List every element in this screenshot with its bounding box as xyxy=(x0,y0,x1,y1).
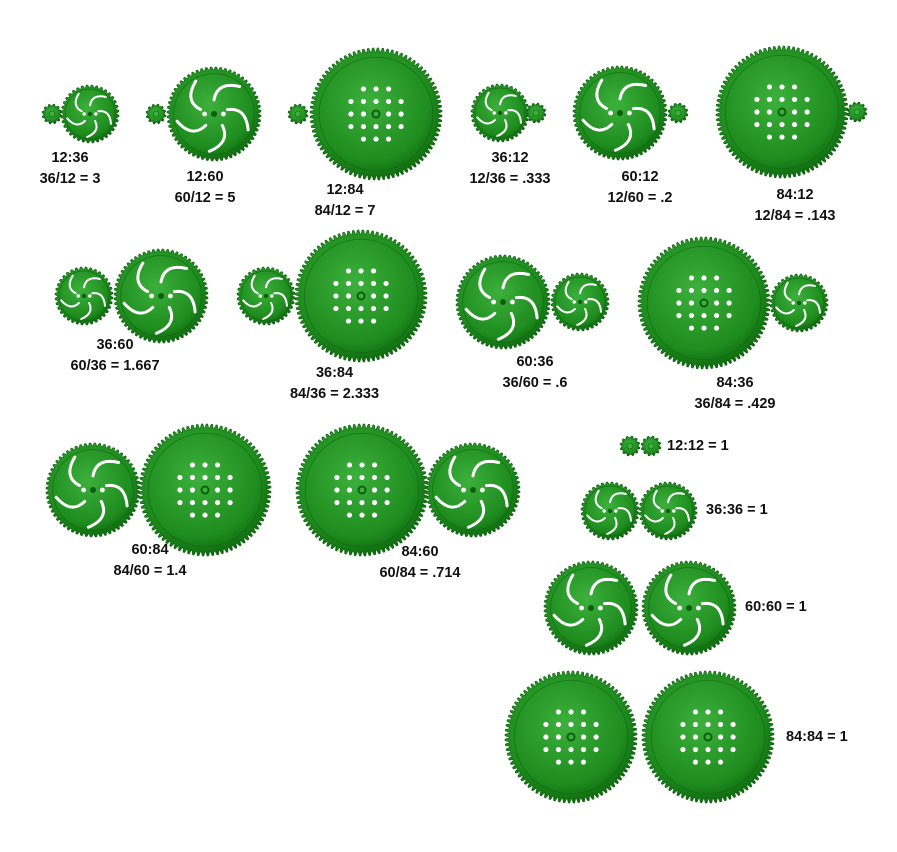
label-36-60: 36:60 60/36 = 1.667 xyxy=(55,335,175,377)
label-12-12: 12:12 = 1 xyxy=(667,436,729,457)
ratio-text: 84:36 xyxy=(716,375,754,391)
label-84-60: 84:60 60/84 = .714 xyxy=(365,542,475,584)
formula-text: 12/36 = .333 xyxy=(469,171,551,187)
formula-text: 36/12 = 3 xyxy=(39,171,101,187)
ratio-text: 36:12 xyxy=(491,150,529,166)
ratio-text: 60:12 xyxy=(621,169,659,185)
gear-12-teeth xyxy=(145,103,167,125)
gear-12-teeth xyxy=(619,435,641,457)
label-12-84: 12:84 84/12 = 7 xyxy=(290,180,400,222)
gear-60-teeth xyxy=(455,254,551,350)
ratio-text: 36:60 xyxy=(96,337,134,353)
ratio-text: 60:36 xyxy=(516,354,554,370)
ratio-text: 84:84 = 1 xyxy=(786,729,848,745)
gear-36-teeth xyxy=(580,481,640,541)
gear-12-teeth xyxy=(667,102,689,124)
formula-text: 60/36 = 1.667 xyxy=(70,358,160,374)
gear-12-teeth xyxy=(525,102,547,124)
label-60-12: 60:12 12/60 = .2 xyxy=(585,167,695,209)
ratio-text: 60:84 xyxy=(131,542,169,558)
formula-text: 12/84 = .143 xyxy=(754,208,836,224)
formula-text: 84/12 = 7 xyxy=(314,203,376,219)
gear-36-teeth xyxy=(769,273,829,333)
gear-60-teeth xyxy=(572,65,668,161)
gear-36-teeth xyxy=(470,83,530,143)
gear-84-teeth xyxy=(637,236,771,370)
gear-36-teeth xyxy=(54,266,114,326)
ratio-text: 84:12 xyxy=(776,187,814,203)
ratio-text: 36:36 = 1 xyxy=(706,502,768,518)
gear-84-teeth xyxy=(138,423,272,557)
formula-text: 84/60 = 1.4 xyxy=(113,563,187,579)
ratio-text: 36:84 xyxy=(315,365,354,381)
formula-text: 36/60 = .6 xyxy=(502,375,568,391)
label-36-12: 36:12 12/36 = .333 xyxy=(450,148,570,190)
formula-text: 60/84 = .714 xyxy=(379,565,461,581)
gear-84-teeth xyxy=(295,423,429,557)
ratio-text: 12:36 xyxy=(51,150,89,166)
formula-text: 12/60 = .2 xyxy=(607,190,673,206)
gear-12-teeth xyxy=(287,103,309,125)
ratio-text: 12:60 xyxy=(186,169,224,185)
formula-text: 60/12 = 5 xyxy=(174,190,236,206)
gear-36-teeth xyxy=(236,266,296,326)
formula-text: 84/36 = 2.333 xyxy=(289,386,380,402)
gear-84-teeth xyxy=(309,47,443,181)
label-84-36: 84:36 36/84 = .429 xyxy=(680,373,790,415)
ratio-text: 12:84 xyxy=(326,182,364,198)
gear-60-teeth xyxy=(641,560,737,656)
gear-12-teeth xyxy=(846,101,868,123)
gear-60-teeth xyxy=(543,560,639,656)
ratio-text: 84:60 xyxy=(401,544,439,560)
gear-12-teeth xyxy=(640,435,662,457)
label-36-36: 36:36 = 1 xyxy=(706,500,768,521)
label-12-60: 12:60 60/12 = 5 xyxy=(155,167,255,209)
gear-60-teeth xyxy=(113,248,209,344)
gear-60-teeth xyxy=(45,442,141,538)
label-84-12: 84:12 12/84 = .143 xyxy=(735,185,855,227)
gear-60-teeth xyxy=(425,442,521,538)
ratio-text: 60:60 = 1 xyxy=(745,599,807,615)
gear-84-teeth xyxy=(641,670,775,804)
gear-12-teeth xyxy=(41,103,63,125)
ratio-text: 12:12 = 1 xyxy=(667,438,729,454)
gear-36-teeth xyxy=(60,84,120,144)
gear-84-teeth xyxy=(504,670,638,804)
gear-36-teeth xyxy=(550,272,610,332)
formula-text: 36/84 = .429 xyxy=(694,396,776,412)
gear-84-teeth xyxy=(294,229,428,363)
label-60-84: 60:84 84/60 = 1.4 xyxy=(95,540,205,582)
label-84-84: 84:84 = 1 xyxy=(786,727,848,748)
gear-84-teeth xyxy=(715,45,849,179)
label-36-84: 36:84 84/36 = 2.333 xyxy=(272,363,397,405)
label-12-36: 12:36 36/12 = 3 xyxy=(20,148,120,190)
label-60-36: 60:36 36/60 = .6 xyxy=(480,352,590,394)
label-60-60: 60:60 = 1 xyxy=(745,597,807,618)
gear-60-teeth xyxy=(166,66,262,162)
gear-36-teeth xyxy=(638,481,698,541)
